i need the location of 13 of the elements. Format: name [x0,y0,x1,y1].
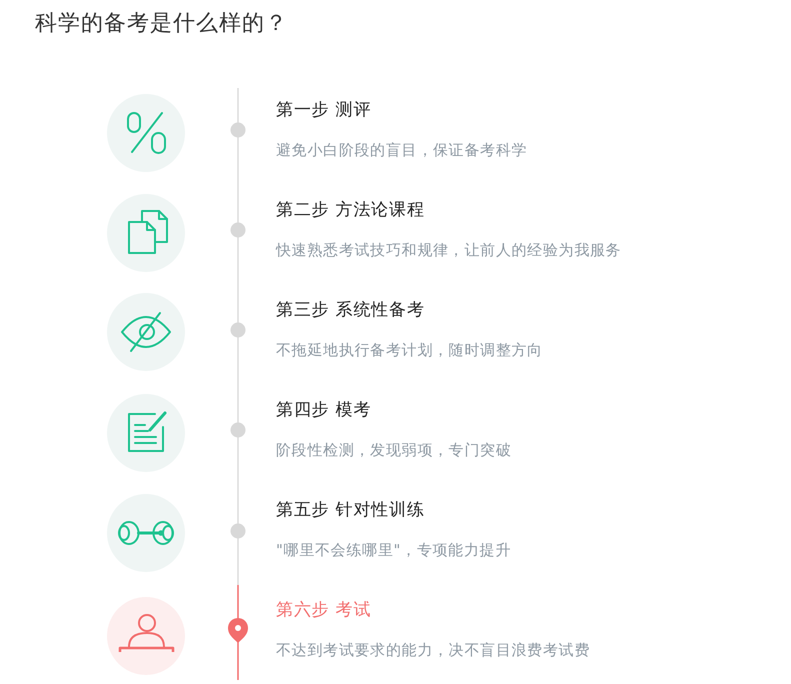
step-description: 避免小白阶段的盲目，保证备考科学 [276,140,528,160]
step-description: 不拖延地执行备考计划，随时调整方向 [276,340,543,360]
step-heading: 第二步 方法论课程 [276,200,425,220]
step-heading: 第六步 考试 [276,600,372,620]
step-description: 阶段性检测，发现弱项，专门突破 [276,440,512,460]
step-description: 快速熟悉考试技巧和规律，让前人的经验为我服务 [276,240,622,260]
step-description: "哪里不会练哪里"，专项能力提升 [276,540,511,560]
title: 科学的备考是什么样的？ [35,10,288,38]
step-heading: 第三步 系统性备考 [276,300,425,320]
step-heading: 第四步 模考 [276,400,372,420]
step-heading: 第一步 测评 [276,100,372,120]
step-description: 不达到考试要求的能力，决不盲目浪费考试费 [276,640,590,660]
step-heading: 第五步 针对性训练 [276,500,425,520]
